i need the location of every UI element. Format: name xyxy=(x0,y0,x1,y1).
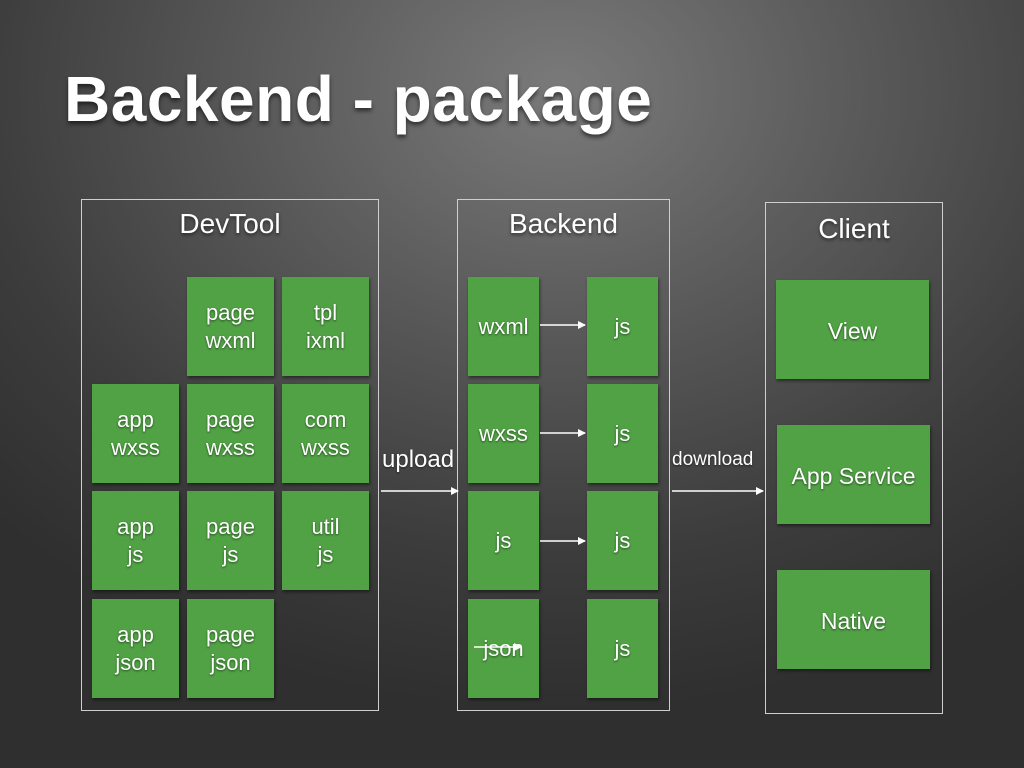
app-js-box: app js xyxy=(92,491,179,590)
backend-input-js: js xyxy=(468,491,539,590)
box-line: wxss xyxy=(479,420,528,446)
box-line: js xyxy=(614,635,631,661)
backend-output-js: js xyxy=(587,384,658,483)
page-js-box: page js xyxy=(187,491,274,590)
backend-input-json: json xyxy=(468,599,539,698)
backend-panel: Backend wxml js wxss js js js json js xyxy=(457,199,670,711)
app-json-box: app json xyxy=(92,599,179,698)
client-panel: Client View App Service Native xyxy=(765,202,943,714)
page-wxss-box: page wxss xyxy=(187,384,274,483)
box-line: wxml xyxy=(478,313,529,339)
view-box: View xyxy=(776,280,929,379)
download-label: download xyxy=(672,449,754,470)
box-line: page xyxy=(206,299,255,325)
slide-title: Backend - package xyxy=(64,63,653,135)
backend-title: Backend xyxy=(509,208,618,239)
native-box: Native xyxy=(777,570,930,669)
tpl-ixml-box: tpl ixml xyxy=(282,277,369,376)
box-line: com xyxy=(304,406,347,432)
com-wxss-box: com wxss xyxy=(282,384,369,483)
box-line: app xyxy=(117,513,154,539)
box-line: js xyxy=(614,313,631,339)
box-line: page xyxy=(206,621,255,647)
box-label: View xyxy=(827,318,878,344)
box-line: js xyxy=(614,420,631,446)
box-line: wxss xyxy=(301,434,350,460)
box-line: ixml xyxy=(305,327,346,353)
app-wxss-box: app wxss xyxy=(92,384,179,483)
box-line: js xyxy=(222,541,239,567)
box-line: page xyxy=(206,406,255,432)
box-line: app xyxy=(117,406,154,432)
box-label: Native xyxy=(820,608,887,634)
backend-output-js: js xyxy=(587,491,658,590)
box-line: js xyxy=(495,527,512,553)
upload-label: upload xyxy=(382,446,455,473)
box-line: js xyxy=(317,541,334,567)
box-line: page xyxy=(206,513,255,539)
box-line: js xyxy=(614,527,631,553)
box-line: json xyxy=(115,649,156,675)
page-json-box: page json xyxy=(187,599,274,698)
app-service-box: App Service xyxy=(777,425,930,524)
box-line: wxss xyxy=(111,434,160,460)
box-line: util xyxy=(311,513,340,539)
box-label: App Service xyxy=(791,463,916,489)
box-line: app xyxy=(117,621,154,647)
devtool-panel: DevTool page wxml tpl ixml app wxss page… xyxy=(81,199,379,711)
box-line: json xyxy=(483,635,524,661)
backend-input-wxss: wxss xyxy=(468,384,539,483)
util-js-box: util js xyxy=(282,491,369,590)
devtool-title: DevTool xyxy=(179,208,281,239)
backend-output-js: js xyxy=(587,277,658,376)
box-line: js xyxy=(127,541,144,567)
page-wxml-box: page wxml xyxy=(187,277,274,376)
box-line: tpl xyxy=(313,299,338,325)
box-line: wxml xyxy=(205,327,256,353)
box-line: wxss xyxy=(206,434,255,460)
client-title: Client xyxy=(818,213,890,244)
backend-output-js: js xyxy=(587,599,658,698)
backend-input-wxml: wxml xyxy=(468,277,539,376)
box-line: json xyxy=(210,649,251,675)
